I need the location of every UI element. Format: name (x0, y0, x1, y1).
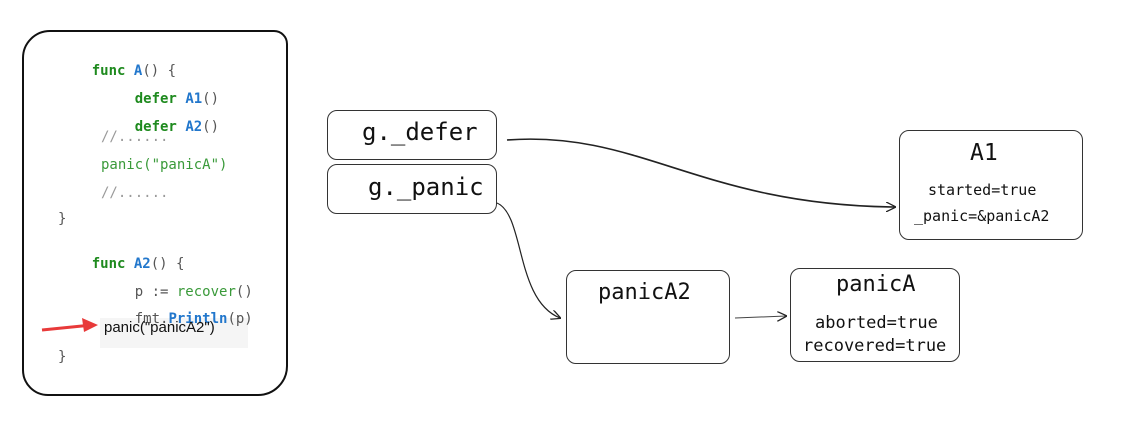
code-text: () (202, 91, 220, 107)
code-line-close-a2: } (58, 349, 67, 365)
code-line-recover: p := recover() (101, 265, 253, 319)
code-text: () (202, 119, 220, 135)
panic-a-box (790, 268, 960, 362)
defer-to-a1-arrow (506, 138, 895, 207)
keyword: defer (134, 119, 177, 135)
panic-a2-to-panic-a-arrow (734, 316, 786, 318)
g-panic-box (327, 164, 497, 214)
code-line-close-a: } (58, 211, 67, 227)
function-name: A2 (133, 256, 151, 272)
g-defer-box (327, 110, 497, 160)
code-text: () { (142, 63, 177, 79)
g-defer-label: g._defer (362, 118, 478, 146)
panic-to-panic-a2-arrow (496, 202, 560, 318)
keyword: func (91, 256, 126, 272)
a1-started: started=true (928, 181, 1037, 199)
code-line-println: fmt.Println(p) (101, 292, 253, 346)
function-name: A1 (185, 91, 203, 107)
a1-defer-box (899, 130, 1083, 240)
code-line-panic-a: panic("panicA") (101, 157, 228, 173)
code-text: () (235, 284, 253, 300)
keyword: func (91, 63, 126, 79)
panic-a-title: panicA (836, 272, 916, 297)
a1-panic-pointer: _panic=&panicA2 (914, 207, 1050, 225)
g-panic-label: g._panic (368, 173, 484, 201)
a1-title: A1 (970, 140, 998, 166)
code-text: () { (150, 256, 185, 272)
function-call: recover (176, 284, 236, 300)
code-line-func-a: func A() { (58, 44, 176, 98)
code-text: fmt. (134, 311, 169, 327)
code-line-comment-1: //...... (101, 129, 169, 145)
code-line-defer-a1: defer A1() (101, 72, 219, 126)
highlight-background (100, 318, 248, 348)
code-text: p := (134, 284, 177, 300)
function-name: A2 (185, 119, 203, 135)
panic-a2-box (566, 270, 730, 364)
panic-a-aborted: aborted=true (815, 313, 938, 333)
code-line-func-a2: func A2() { (58, 237, 185, 291)
code-line-comment-2: //...... (101, 185, 169, 201)
keyword: defer (134, 91, 177, 107)
panic-a2-title: panicA2 (598, 280, 691, 305)
panic-a-recovered: recovered=true (803, 336, 947, 356)
code-text: (p) (227, 311, 253, 327)
function-name: A (133, 63, 143, 79)
red-pointer-arrow-icon (41, 318, 98, 332)
code-line-panic-a2: panic("panicA2") (104, 319, 215, 336)
code-line-defer-a2: defer A2() (101, 100, 219, 154)
function-name: Println (168, 311, 228, 327)
